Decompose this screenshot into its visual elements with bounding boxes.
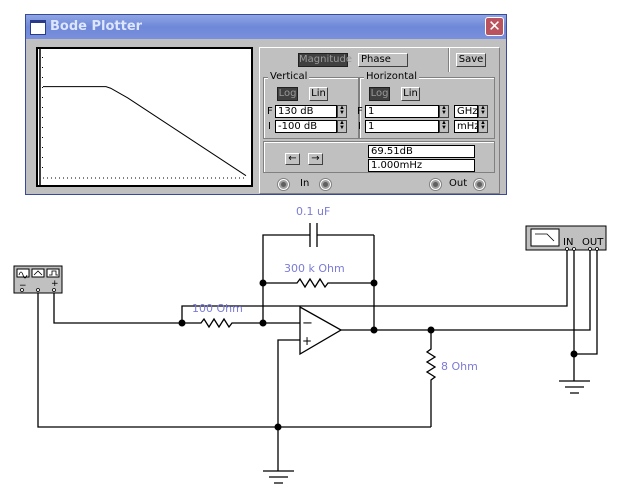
triangle-wave-icon <box>31 268 45 278</box>
cursor-right-button[interactable]: → <box>308 153 323 165</box>
vertical-log-button[interactable]: Log <box>277 87 298 101</box>
junction <box>427 326 435 334</box>
horizontal-final-unit-spinner[interactable]: ▲▼ <box>478 105 488 118</box>
in-minus-terminal[interactable] <box>278 179 289 190</box>
svg-text:IN: IN <box>563 237 573 248</box>
window-icon <box>30 20 46 35</box>
control-panel: Magnitude Phase Save Vertical Log Lin F … <box>259 47 500 194</box>
junction <box>370 326 378 334</box>
bode-plot-display[interactable] <box>36 47 253 187</box>
axis-tick <box>42 137 43 138</box>
horizontal-label: Horizontal <box>364 71 420 82</box>
out-plus-terminal[interactable] <box>474 179 485 190</box>
cursor-left-button[interactable]: ← <box>285 153 300 165</box>
axis-tick <box>42 117 43 118</box>
wire-noninverting[interactable] <box>277 339 300 427</box>
input-resistor[interactable] <box>182 317 263 329</box>
horizontal-initial-unit-spinner[interactable]: ▲▼ <box>478 120 488 133</box>
horizontal-lin-button[interactable]: Lin <box>401 87 420 101</box>
horizontal-initial-unit[interactable]: mHz <box>454 120 478 133</box>
wire-fg-common[interactable] <box>37 293 431 428</box>
input-resistor-label: 100 Ohm <box>192 302 243 315</box>
axis-tick <box>42 107 43 108</box>
axis-tick <box>42 157 43 158</box>
bode-plotter-instrument[interactable]: IN OUT <box>525 225 607 251</box>
svg-text:+: + <box>51 279 59 289</box>
ground-symbol-right <box>559 380 590 394</box>
readout-frequency: 1.000mHz <box>368 159 475 172</box>
vertical-initial-input[interactable]: -100 dB <box>275 120 337 133</box>
horizontal-initial-input[interactable]: 1 <box>365 120 439 133</box>
junction <box>570 350 578 358</box>
phase-button[interactable]: Phase <box>358 53 408 67</box>
save-button[interactable]: Save <box>456 53 486 67</box>
feedback-resistor-label: 300 k Ohm <box>284 262 345 275</box>
in-plus-terminal[interactable] <box>320 179 331 190</box>
magnitude-series-line <box>43 86 247 177</box>
horizontal-final-unit[interactable]: GHz <box>454 105 478 118</box>
svg-text:−: − <box>19 281 27 291</box>
axis-tick <box>42 147 43 148</box>
in-label: In <box>300 178 310 189</box>
horizontal-initial-spinner[interactable]: ▲▼ <box>439 120 449 133</box>
wire-bode-out[interactable] <box>574 250 591 331</box>
junction <box>370 279 378 287</box>
junction <box>259 279 267 287</box>
axis-tick <box>42 127 43 128</box>
bode-plot-svg <box>39 49 247 185</box>
wire-bode-out-ground[interactable] <box>574 250 598 355</box>
title-bar[interactable]: Bode Plotter ✕ <box>26 15 506 39</box>
axis-tick <box>42 57 43 58</box>
axis-tick <box>42 77 43 78</box>
sine-wave-icon <box>16 268 30 278</box>
svg-text:OUT: OUT <box>582 237 604 248</box>
bode-screen-icon <box>530 228 560 247</box>
vertical-group: Vertical Log Lin F 130 dB ▲▼ I -100 dB ▲… <box>263 71 359 139</box>
capacitor[interactable] <box>309 223 374 247</box>
bode-plotter-window: Bode Plotter ✕ Magnitude Phase Save Vert… <box>25 14 507 195</box>
wire-fg-plus[interactable] <box>53 293 182 324</box>
axis-tick <box>42 167 43 168</box>
horizontal-log-button[interactable]: Log <box>369 87 390 101</box>
junction <box>178 319 186 327</box>
horizontal-final-input[interactable]: 1 <box>365 105 439 118</box>
load-resistor[interactable] <box>425 330 437 427</box>
junction <box>259 319 267 327</box>
axis-tick <box>42 87 43 88</box>
wire-feedback-left[interactable] <box>262 234 309 323</box>
horizontal-final-prefix: F <box>357 106 363 117</box>
vertical-initial-prefix: I <box>268 121 271 132</box>
out-label: Out <box>449 178 468 189</box>
square-wave-icon <box>46 268 60 278</box>
junction <box>274 423 282 431</box>
load-resistor-label: 8 Ohm <box>441 360 478 373</box>
feedback-resistor[interactable] <box>263 277 374 289</box>
axis-tick <box>42 67 43 68</box>
opamp[interactable] <box>299 305 343 356</box>
vertical-lin-button[interactable]: Lin <box>309 87 328 101</box>
close-button[interactable]: ✕ <box>485 17 504 36</box>
function-generator[interactable]: − + <box>13 265 63 294</box>
vertical-final-prefix: F <box>267 106 273 117</box>
out-minus-terminal[interactable] <box>430 179 441 190</box>
vertical-final-spinner[interactable]: ▲▼ <box>337 105 347 118</box>
divider <box>448 48 450 72</box>
ground-symbol-bottom <box>263 427 294 484</box>
readout-group: ← → 69.51dB 1.000mHz <box>263 141 495 173</box>
opamp-minus-sign: − <box>302 316 313 331</box>
window-title: Bode Plotter <box>50 19 143 34</box>
horizontal-final-spinner[interactable]: ▲▼ <box>439 105 449 118</box>
magnitude-button[interactable]: Magnitude <box>298 53 352 67</box>
vertical-label: Vertical <box>268 71 310 82</box>
vertical-final-input[interactable]: 130 dB <box>275 105 337 118</box>
capacitor-label: 0.1 uF <box>296 205 330 218</box>
vertical-initial-spinner[interactable]: ▲▼ <box>337 120 347 133</box>
readout-magnitude: 69.51dB <box>368 145 475 158</box>
horizontal-initial-prefix: I <box>358 121 361 132</box>
axis-tick <box>42 97 43 98</box>
opamp-plus-sign: + <box>302 334 312 348</box>
horizontal-group: Horizontal Log Lin F 1 ▲▼ GHz ▲▼ I 1 ▲▼ … <box>357 71 495 139</box>
